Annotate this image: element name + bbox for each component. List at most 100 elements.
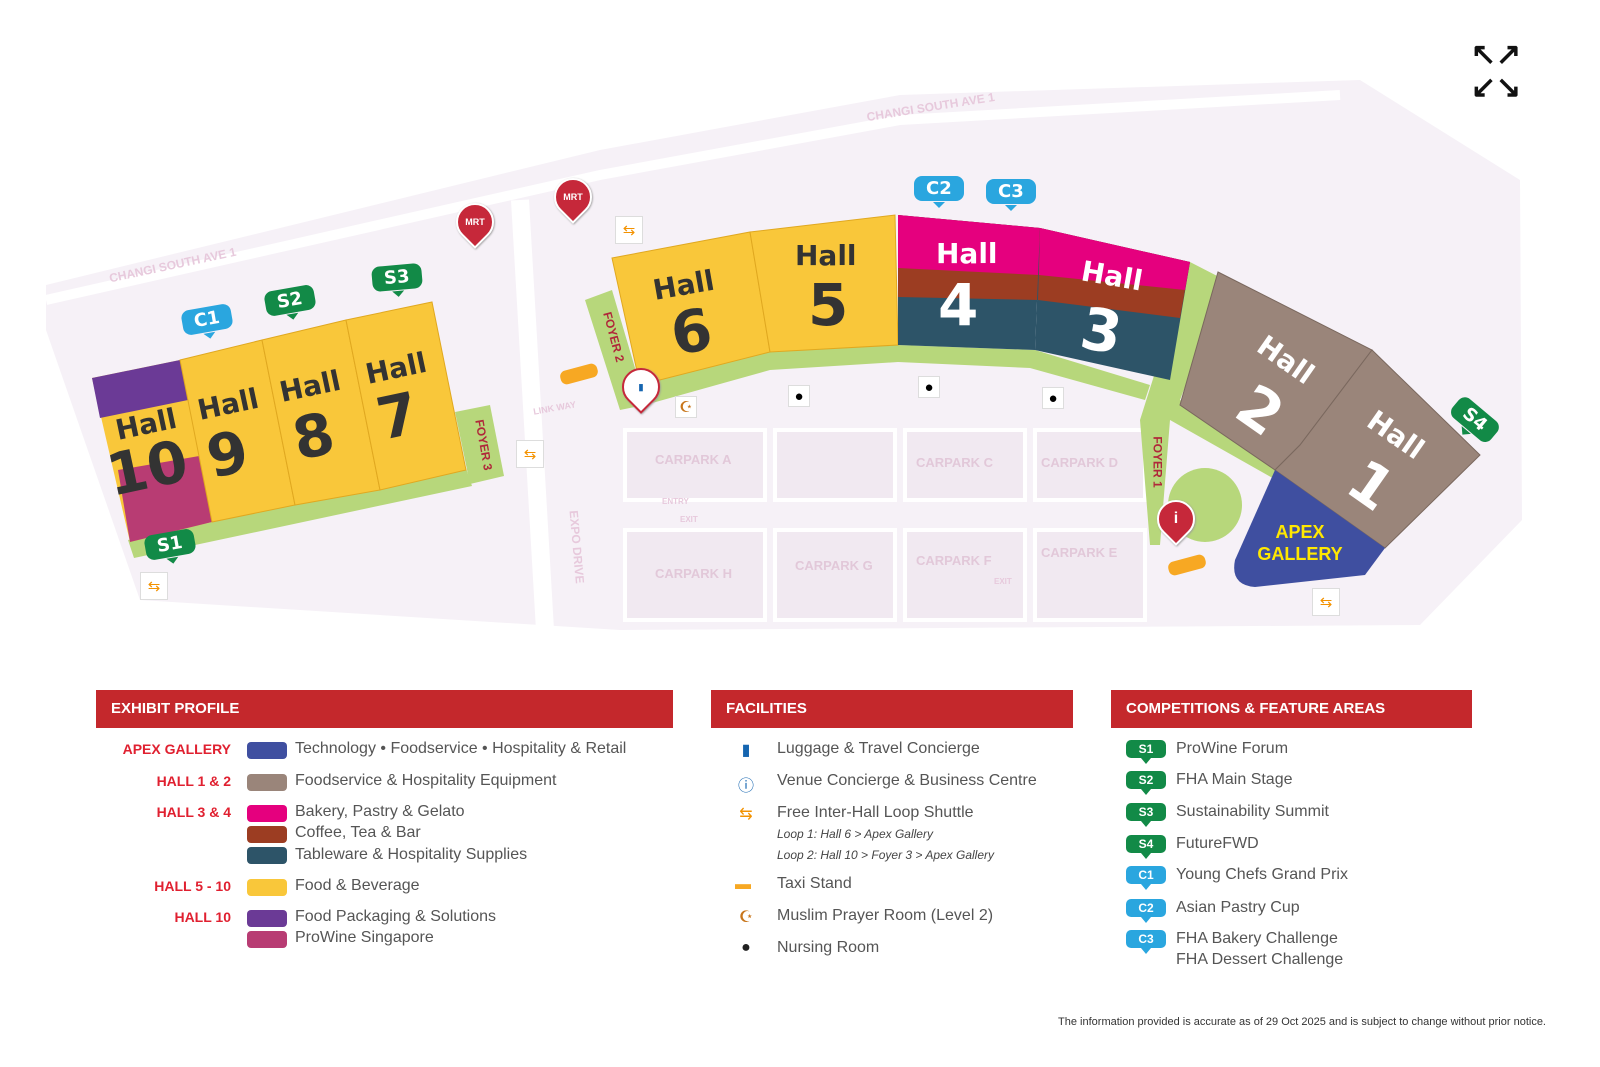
tag-s4-icon: S4 bbox=[1126, 835, 1166, 859]
road-label: ENTRY bbox=[662, 497, 689, 506]
shuttle-icon[interactable]: ⇆ bbox=[140, 572, 168, 600]
swatch-packaging bbox=[247, 910, 287, 927]
mrt-label: MRT bbox=[563, 192, 583, 202]
taxi-icon: ▬ bbox=[735, 876, 751, 893]
tag-c2[interactable]: C2 bbox=[914, 176, 964, 208]
carpark-label: CARPARK E bbox=[1041, 545, 1118, 560]
swatch-food bbox=[247, 879, 287, 896]
walkway-central bbox=[585, 290, 1150, 410]
legend-item: Luggage & Travel Concierge bbox=[777, 740, 980, 757]
tag-c3[interactable]: C3 bbox=[986, 179, 1036, 211]
legend-header: EXHIBIT PROFILE bbox=[96, 690, 673, 728]
tag-s2-icon: S2 bbox=[1126, 771, 1166, 795]
carpark-label: CARPARK H bbox=[655, 566, 733, 581]
legend-item: Bakery, Pastry & Gelato bbox=[295, 803, 465, 820]
mrt-label: MRT bbox=[465, 217, 485, 227]
hall-5-number: 5 bbox=[808, 271, 848, 339]
legend-item: Technology • Foodservice • Hospitality &… bbox=[295, 740, 627, 757]
apex-label-2: GALLERY bbox=[1257, 544, 1342, 564]
swatch-equipment bbox=[247, 774, 287, 791]
legend-item: ProWine Forum bbox=[1176, 740, 1289, 757]
facilities-legend: FACILITIES ▮ Luggage & Travel Concierge … bbox=[711, 690, 1073, 956]
road-label: EXIT bbox=[994, 577, 1012, 586]
apex-label-1: APEX bbox=[1275, 522, 1324, 542]
hall-6[interactable]: Hall 6 bbox=[611, 231, 771, 386]
foyer-1-label: FOYER 1 bbox=[1150, 436, 1165, 488]
carpark-label: CARPARK D bbox=[1041, 455, 1119, 470]
loop-2-text: Loop 2: Hall 10 > Foyer 3 > Apex Gallery bbox=[777, 848, 995, 862]
hall-4-number: 4 bbox=[938, 271, 978, 339]
swatch-apex bbox=[247, 742, 287, 759]
hall-2[interactable]: Hall 2 bbox=[1179, 271, 1373, 471]
legend-item: Taxi Stand bbox=[777, 875, 852, 892]
shuttle-icon[interactable]: ⇆ bbox=[615, 216, 643, 244]
nursing-room-icon: ● bbox=[741, 939, 751, 956]
legend-item: FHA Bakery Challenge bbox=[1176, 930, 1338, 947]
shuttle-icon[interactable]: ⇆ bbox=[1312, 588, 1340, 616]
tag-c1-icon: C1 bbox=[1126, 866, 1166, 890]
legend-label: HALL 5 - 10 bbox=[154, 878, 231, 894]
hall-5-label: Hall bbox=[795, 239, 857, 272]
legend-item: Free Inter-Hall Loop Shuttle bbox=[777, 804, 974, 821]
legend-label: APEX GALLERY bbox=[122, 741, 231, 757]
legend-item: Muslim Prayer Room (Level 2) bbox=[777, 907, 994, 924]
competitions-legend: COMPETITIONS & FEATURE AREAS S1 ProWine … bbox=[1111, 690, 1472, 968]
shuttle-icon: ⇆ bbox=[739, 806, 753, 823]
hall-10[interactable]: Hall 10 bbox=[92, 360, 212, 542]
legend-header: FACILITIES bbox=[711, 690, 1073, 728]
tag-c3-icon: C3 bbox=[1126, 930, 1166, 954]
hall-4[interactable]: Hall 4 bbox=[898, 215, 1040, 350]
tag-s3-icon: S3 bbox=[1126, 803, 1166, 827]
legend-item: Coffee, Tea & Bar bbox=[295, 824, 421, 841]
carpark-label: CARPARK A bbox=[655, 452, 732, 467]
legend-item: Foodservice & Hospitality Equipment bbox=[295, 772, 557, 789]
hall-9[interactable]: Hall 9 bbox=[179, 339, 296, 523]
legend-item: Food Packaging & Solutions bbox=[295, 908, 497, 925]
hall-5[interactable]: Hall 5 bbox=[749, 214, 899, 353]
hall-3[interactable]: Hall 3 bbox=[1035, 228, 1190, 380]
legend-item: ProWine Singapore bbox=[295, 929, 434, 946]
legend-item: FutureFWD bbox=[1176, 835, 1259, 852]
apex-gallery[interactable]: APEX GALLERY bbox=[1234, 470, 1385, 587]
carpark-label: CARPARK C bbox=[916, 455, 994, 470]
loop-1-text: Loop 1: Hall 6 > Apex Gallery bbox=[777, 827, 933, 841]
road-label: EXIT bbox=[680, 515, 698, 524]
disclaimer-footnote: The information provided is accurate as … bbox=[1058, 1016, 1546, 1028]
legend-label: HALL 3 & 4 bbox=[156, 804, 231, 820]
walkway-west bbox=[128, 468, 472, 558]
legend-header: COMPETITIONS & FEATURE AREAS bbox=[1111, 690, 1472, 728]
legend-label: HALL 10 bbox=[174, 909, 231, 925]
hall-7[interactable]: Hall 7 bbox=[345, 301, 467, 491]
tag-s3[interactable]: S3 bbox=[371, 262, 423, 293]
carparks bbox=[623, 428, 1147, 622]
hall-8[interactable]: Hall 8 bbox=[261, 319, 381, 506]
legend-item: Sustainability Summit bbox=[1176, 803, 1329, 820]
legend-item: FHA Dessert Challenge bbox=[1176, 951, 1344, 968]
venue-map[interactable]: Hall 10 Hall 9 Hall 8 Hall 7 Hall 6 Hall… bbox=[0, 0, 1600, 660]
expand-fullscreen-icon[interactable]: ↖↗↙↘ bbox=[1470, 38, 1522, 104]
swatch-bakery bbox=[247, 805, 287, 822]
legend-item: Tableware & Hospitality Supplies bbox=[295, 846, 528, 863]
road-changi-south bbox=[44, 90, 1341, 305]
foyer-3 bbox=[455, 405, 504, 484]
legend-label: HALL 1 & 2 bbox=[156, 773, 231, 789]
legend-item: Asian Pastry Cup bbox=[1176, 899, 1300, 916]
nursing-room-icon[interactable]: ● bbox=[1042, 387, 1064, 409]
carpark-label: CARPARK F bbox=[916, 553, 992, 568]
nursing-room-icon[interactable]: ● bbox=[918, 376, 940, 398]
tag-c2-icon: C2 bbox=[1126, 899, 1166, 923]
nursing-room-icon[interactable]: ● bbox=[788, 385, 810, 407]
prayer-room-icon[interactable]: ☪ bbox=[675, 396, 697, 418]
swatch-coffee bbox=[247, 826, 287, 843]
swatch-prowine bbox=[247, 931, 287, 948]
swatch-tableware bbox=[247, 847, 287, 864]
legend-item: Venue Concierge & Business Centre bbox=[777, 772, 1037, 789]
legend-item: Nursing Room bbox=[777, 939, 880, 956]
hall-4-label: Hall bbox=[936, 237, 998, 270]
shuttle-icon[interactable]: ⇆ bbox=[516, 440, 544, 468]
hall-1[interactable]: Hall 1 bbox=[1274, 349, 1481, 549]
tag-s1-icon: S1 bbox=[1126, 740, 1166, 764]
legend-item: Food & Beverage bbox=[295, 877, 420, 894]
legend-item: Young Chefs Grand Prix bbox=[1176, 866, 1348, 883]
